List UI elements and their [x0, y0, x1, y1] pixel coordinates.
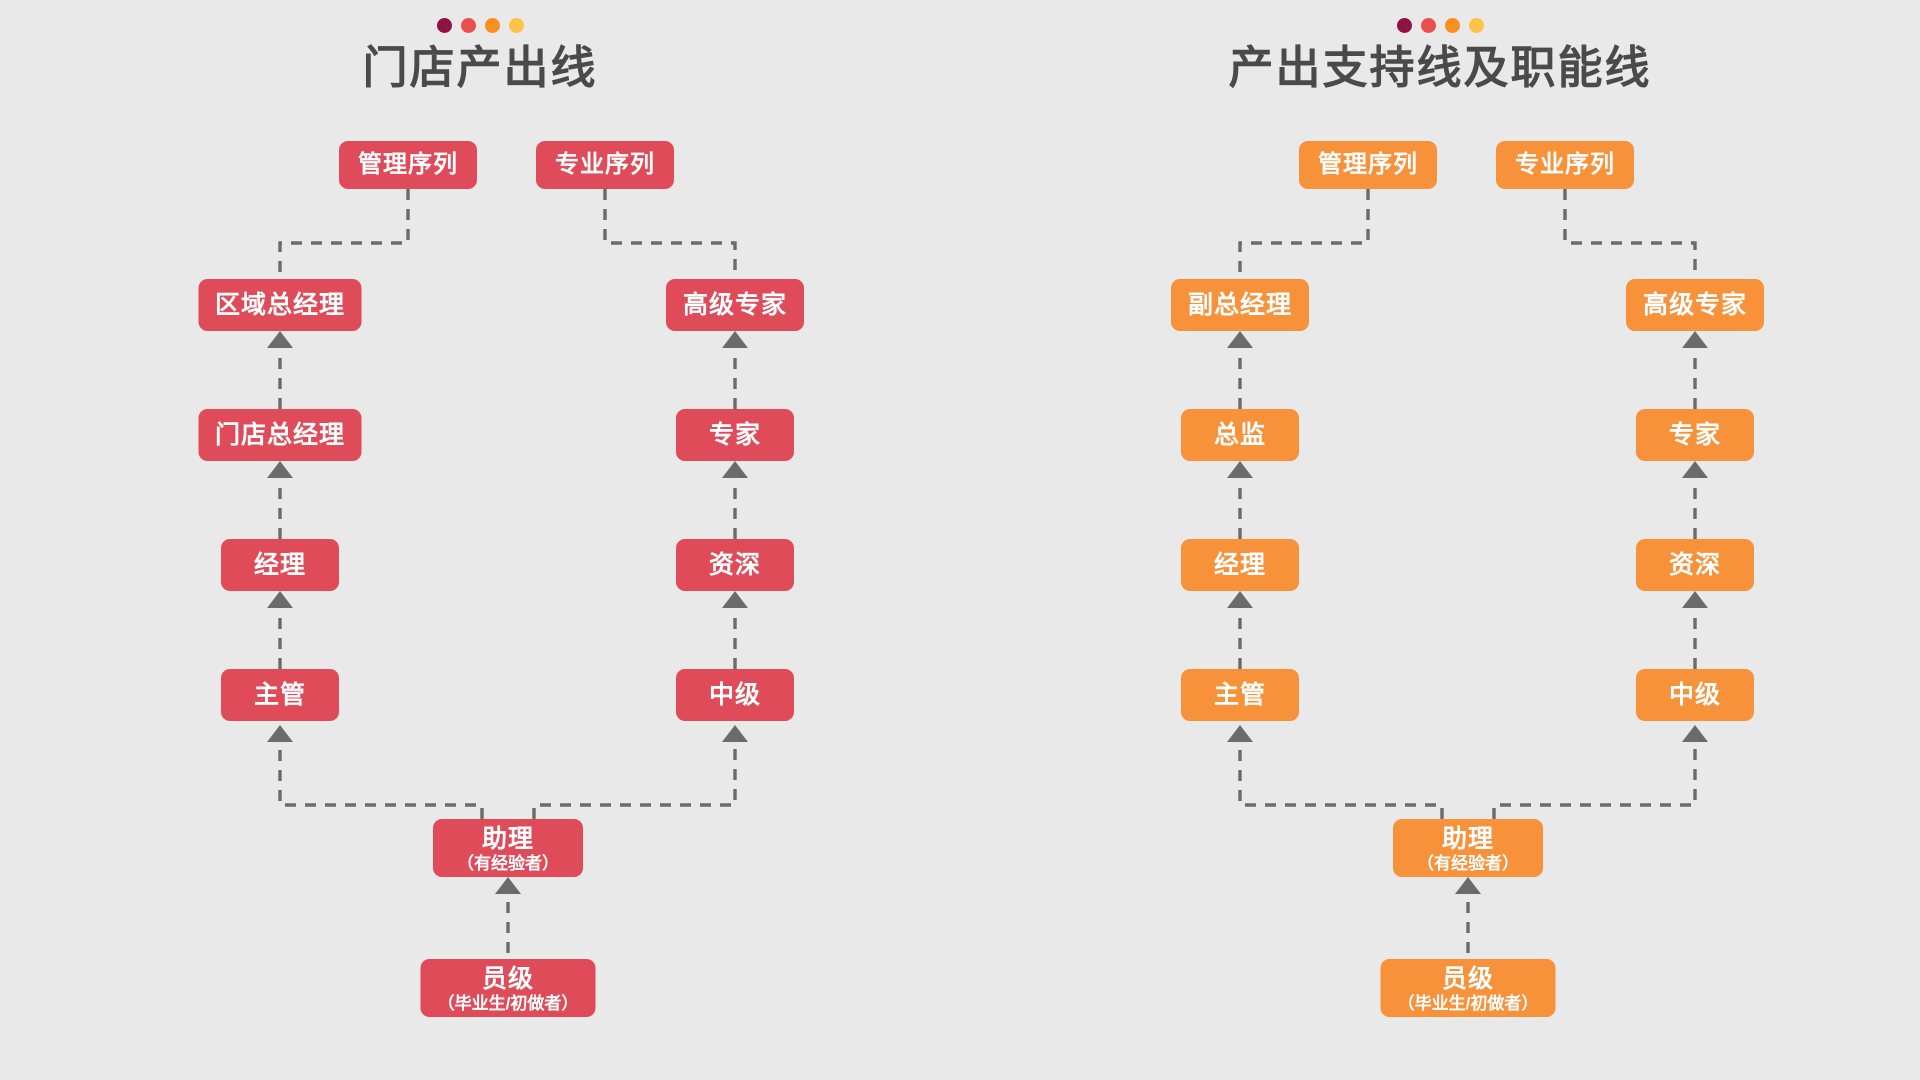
track-header-management[interactable]: 管理序列 — [1299, 141, 1437, 189]
decor-dot-1-icon — [436, 18, 452, 33]
arrow-mgmt-2-icon — [267, 461, 293, 478]
level-professional-4[interactable]: 中级 — [676, 669, 794, 721]
level-management-4[interactable]: 主管 — [221, 669, 339, 721]
base-entry[interactable]: 员级（毕业生/初做者） — [420, 959, 596, 1017]
level-management-1-label: 副总经理 — [1187, 291, 1292, 319]
decor-dot-2-icon — [1420, 18, 1436, 33]
panel-output-support-and-function-line: 产出支持线及职能线管理序列专业序列副总经理总监经理主管高级专家专家资深中级助理（… — [960, 0, 1920, 1080]
level-management-2-label: 门店总经理 — [214, 421, 345, 449]
level-management-3[interactable]: 经理 — [1181, 539, 1299, 591]
base-entry[interactable]: 员级（毕业生/初做者） — [1380, 959, 1556, 1017]
base-entry-sublabel: （毕业生/初做者） — [437, 993, 579, 1013]
track-header-professional-label: 专业序列 — [555, 150, 655, 178]
base-assistant[interactable]: 助理（有经验者） — [433, 819, 583, 877]
decor-dot-2-icon — [460, 18, 476, 33]
level-management-4-label: 主管 — [253, 681, 306, 709]
arrow-mgmt-1-icon — [1227, 331, 1253, 348]
arrow-prof-3-icon — [722, 591, 748, 608]
decor-dot-4-icon — [508, 18, 524, 33]
wire-header-management — [1238, 189, 1370, 279]
decor-dot-4-icon — [1468, 18, 1484, 33]
base-entry-sublabel: （毕业生/初做者） — [1397, 993, 1539, 1013]
wire-base-to-professional — [532, 743, 737, 819]
base-assistant-sublabel: （有经验者） — [457, 853, 559, 873]
level-management-3-label: 经理 — [1213, 551, 1266, 579]
level-professional-3-label: 资深 — [708, 551, 761, 579]
connector-lines — [267, 189, 748, 953]
track-header-management-label: 管理序列 — [358, 150, 458, 178]
base-assistant-sublabel: （有经验者） — [1417, 853, 1519, 873]
arrow-prof-1-icon — [722, 331, 748, 348]
level-professional-1-label: 高级专家 — [682, 291, 787, 319]
arrow-entry-assistant-icon — [1455, 877, 1481, 894]
level-professional-4[interactable]: 中级 — [1636, 669, 1754, 721]
connector-lines — [1227, 189, 1708, 953]
decor-dots — [960, 18, 1920, 33]
level-professional-3-label: 资深 — [1668, 551, 1721, 579]
arrow-mgmt-1-icon — [267, 331, 293, 348]
level-management-4[interactable]: 主管 — [1181, 669, 1299, 721]
level-professional-3[interactable]: 资深 — [676, 539, 794, 591]
wire-base-to-management — [278, 743, 484, 819]
arrow-base-professional-icon — [1682, 725, 1708, 742]
decor-dot-1-icon — [1396, 18, 1412, 33]
level-management-3-label: 经理 — [253, 551, 306, 579]
wire-base-to-management — [1238, 743, 1444, 819]
level-management-2[interactable]: 总监 — [1181, 409, 1299, 461]
track-header-management[interactable]: 管理序列 — [339, 141, 477, 189]
level-management-2-label: 总监 — [1213, 421, 1266, 449]
level-professional-4-label: 中级 — [708, 681, 761, 709]
base-assistant[interactable]: 助理（有经验者） — [1393, 819, 1543, 877]
arrow-base-professional-icon — [722, 725, 748, 742]
level-management-4-label: 主管 — [1213, 681, 1266, 709]
arrow-entry-assistant-icon — [495, 877, 521, 894]
track-header-professional[interactable]: 专业序列 — [536, 141, 674, 189]
panel-header-store-output-line: 门店产出线 — [0, 18, 960, 94]
arrow-base-management-icon — [1227, 725, 1253, 742]
level-professional-1[interactable]: 高级专家 — [666, 279, 804, 331]
level-professional-2[interactable]: 专家 — [1636, 409, 1754, 461]
decor-dots — [0, 18, 960, 33]
base-entry-label: 员级 — [481, 964, 534, 993]
level-professional-3[interactable]: 资深 — [1636, 539, 1754, 591]
arrow-base-management-icon — [267, 725, 293, 742]
level-management-1[interactable]: 区域总经理 — [198, 279, 362, 331]
panel-header-output-support-and-function-line: 产出支持线及职能线 — [960, 18, 1920, 94]
level-management-1-label: 区域总经理 — [214, 291, 345, 319]
arrow-prof-2-icon — [722, 461, 748, 478]
track-header-professional[interactable]: 专业序列 — [1496, 141, 1634, 189]
level-management-2[interactable]: 门店总经理 — [198, 409, 362, 461]
base-entry-label: 员级 — [1441, 964, 1494, 993]
wire-base-to-professional — [1492, 743, 1697, 819]
arrow-prof-1-icon — [1682, 331, 1708, 348]
wire-header-professional — [603, 189, 737, 279]
base-assistant-label: 助理 — [1441, 824, 1494, 853]
wire-header-professional — [1563, 189, 1697, 279]
arrow-mgmt-3-icon — [267, 591, 293, 608]
level-professional-4-label: 中级 — [1668, 681, 1721, 709]
level-management-3[interactable]: 经理 — [221, 539, 339, 591]
track-header-management-label: 管理序列 — [1318, 150, 1418, 178]
wire-header-management — [278, 189, 410, 279]
level-professional-2[interactable]: 专家 — [676, 409, 794, 461]
level-professional-1[interactable]: 高级专家 — [1626, 279, 1764, 331]
level-professional-2-label: 专家 — [708, 421, 761, 449]
level-professional-2-label: 专家 — [1668, 421, 1721, 449]
level-professional-1-label: 高级专家 — [1642, 291, 1747, 319]
panel-title: 产出支持线及职能线 — [1228, 42, 1652, 93]
panel-store-output-line: 门店产出线管理序列专业序列区域总经理门店总经理经理主管高级专家专家资深中级助理（… — [0, 18, 960, 1017]
arrow-mgmt-3-icon — [1227, 591, 1253, 608]
arrow-mgmt-2-icon — [1227, 461, 1253, 478]
base-assistant-label: 助理 — [481, 824, 534, 853]
decor-dot-3-icon — [1444, 18, 1460, 33]
arrow-prof-3-icon — [1682, 591, 1708, 608]
level-management-1[interactable]: 副总经理 — [1171, 279, 1309, 331]
track-header-professional-label: 专业序列 — [1515, 150, 1615, 178]
panel-title: 门店产出线 — [362, 42, 598, 93]
decor-dot-3-icon — [484, 18, 500, 33]
arrow-prof-2-icon — [1682, 461, 1708, 478]
